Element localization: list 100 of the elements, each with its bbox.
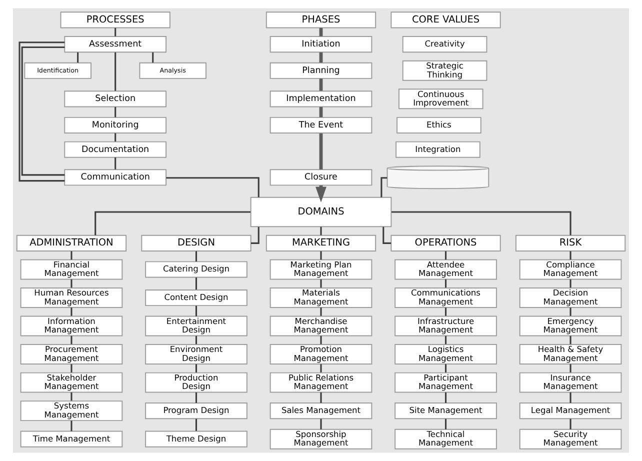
node-box: Initiation (270, 36, 372, 53)
connector (319, 28, 323, 36)
node-box: Sponsorship Management (270, 428, 372, 450)
node-box: DESIGN (141, 234, 252, 252)
node-box: Strategic Thinking (402, 60, 488, 81)
connector (152, 52, 154, 63)
connector (570, 364, 572, 372)
node-box: Systems Management (20, 400, 123, 422)
connector (570, 308, 572, 316)
node-box: Legal Management (519, 402, 622, 420)
node-box: Production Design (145, 372, 248, 393)
node-box: The Event (270, 116, 372, 134)
connector (570, 336, 572, 344)
node-box: OPERATIONS (390, 234, 501, 252)
node-box: DOMAINS (250, 196, 392, 228)
node-box: Insurance Management (519, 372, 622, 393)
connector (195, 306, 198, 316)
node-box: Marketing Plan Management (270, 259, 372, 280)
node-box: MARKETING (266, 234, 376, 252)
connector (320, 364, 322, 372)
connector (320, 336, 322, 344)
node-box: Security Management (519, 428, 622, 450)
node-box: Communication (64, 169, 167, 186)
connector (320, 418, 322, 430)
node-box: Attendee Management (394, 259, 497, 280)
node-box: Emergency Management (519, 316, 622, 336)
node-box: Selection (64, 90, 167, 108)
connector (444, 392, 447, 403)
node-box: Ethics (396, 116, 482, 134)
node-box: Site Management (394, 402, 497, 420)
node-box: Participant Management (394, 372, 497, 393)
connector (392, 211, 572, 236)
node-box: Materials Management (270, 288, 372, 308)
connector (382, 226, 392, 244)
node-box: Closure (270, 169, 372, 186)
node-box: Compliance Management (519, 259, 622, 280)
node-box: Procurement Management (20, 344, 123, 365)
connector (319, 78, 323, 91)
connector (195, 336, 198, 344)
connector (319, 133, 323, 170)
connector (70, 308, 72, 316)
connector (70, 251, 72, 260)
connector (70, 420, 72, 432)
node-box: Program Design (145, 402, 248, 420)
connector (195, 278, 198, 290)
connector (444, 308, 447, 316)
node-box: Stakeholder Management (20, 372, 123, 393)
connector (114, 106, 116, 118)
node-box: Documentation (64, 141, 167, 158)
node-box: Time Management (20, 430, 123, 448)
connector (320, 308, 322, 316)
connector (444, 418, 447, 430)
connector (320, 392, 322, 403)
connector (319, 52, 323, 63)
node-box: Content Design (145, 289, 248, 306)
connector (444, 336, 447, 344)
node-box: Planning (270, 62, 372, 79)
node-box: Environment Design (145, 344, 248, 365)
node-box: Human Resources Management (20, 288, 123, 308)
connector (114, 28, 116, 36)
node-box: Logistics Management (394, 344, 497, 365)
node-box: Communications Management (394, 288, 497, 308)
connector (195, 418, 198, 431)
connector (570, 251, 572, 260)
node-box: Merchandise Management (270, 316, 372, 336)
connector (77, 52, 79, 63)
node-box: Monitoring (64, 116, 167, 134)
node-box: Entertainment Design (145, 316, 248, 336)
connector (166, 177, 260, 198)
connector (195, 364, 198, 372)
node-box: Theme Design (145, 430, 248, 448)
connector (70, 336, 72, 344)
connector (320, 279, 322, 288)
connector (94, 211, 251, 236)
connector (320, 226, 322, 236)
connector (444, 251, 447, 260)
node-box: Implementation (270, 90, 372, 108)
connector (444, 364, 447, 372)
connector (70, 364, 72, 372)
node-box: Decision Management (519, 288, 622, 308)
node-box: Promotion Management (270, 344, 372, 365)
connector (570, 418, 572, 430)
node-box: PROCESSES (60, 12, 170, 28)
connector (70, 279, 72, 288)
node-box: Continuous Improvement (398, 88, 484, 110)
connector (250, 226, 260, 244)
node-box: Creativity (402, 36, 488, 53)
connector (319, 106, 323, 118)
node-box: Integration (396, 141, 480, 158)
node-box: ADMINISTRATION (16, 234, 127, 252)
node-box: Catering Design (145, 261, 248, 278)
connector (114, 133, 116, 142)
connector (195, 251, 198, 262)
connector (320, 251, 322, 260)
node-box: RISK (515, 234, 626, 252)
node-box: Assessment (64, 36, 167, 53)
node-box: Public Relations Management (270, 372, 372, 393)
connector (380, 177, 388, 198)
node-box: Information Management (20, 316, 123, 336)
connector (444, 279, 447, 288)
